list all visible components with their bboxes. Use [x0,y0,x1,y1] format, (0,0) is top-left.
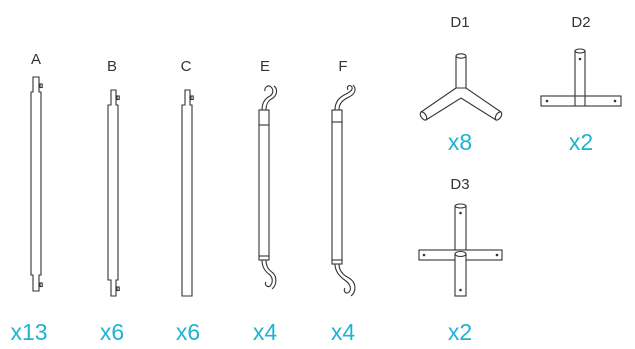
part-c: C x6 [176,58,200,345]
part-d3-label: D3 [450,176,469,193]
part-e: E x4 [253,58,278,345]
part-d1-connector [419,53,503,121]
part-f-label: F [338,58,347,75]
part-e-label: E [260,58,270,75]
part-d1-label: D1 [450,14,469,31]
part-a-label: A [31,51,41,68]
part-a-quantity: x13 [10,319,47,345]
part-c-quantity: x6 [176,319,200,345]
part-d3-connector [418,203,503,297]
part-d1-quantity: x8 [448,129,472,155]
part-b-pole [107,89,120,297]
part-d2-connector [540,48,622,107]
part-f: F x4 [331,58,356,345]
part-f-quantity: x4 [331,319,356,345]
part-a-pole [30,76,43,292]
part-b-quantity: x6 [100,319,124,345]
part-c-pole [181,89,194,297]
part-d2-label: D2 [571,14,590,31]
part-b: B x6 [100,58,124,345]
part-c-label: C [181,58,192,75]
part-a: A x13 [10,51,47,345]
part-d1: D1 x8 [419,14,503,155]
part-d3-quantity: x2 [448,319,472,345]
part-d2: D2 x2 [540,14,622,155]
part-f-pole [331,84,356,297]
part-b-label: B [107,58,117,75]
part-e-pole [258,85,278,290]
part-d3: D3 x2 [418,176,503,345]
part-d2-quantity: x2 [569,129,593,155]
part-e-quantity: x4 [253,319,278,345]
